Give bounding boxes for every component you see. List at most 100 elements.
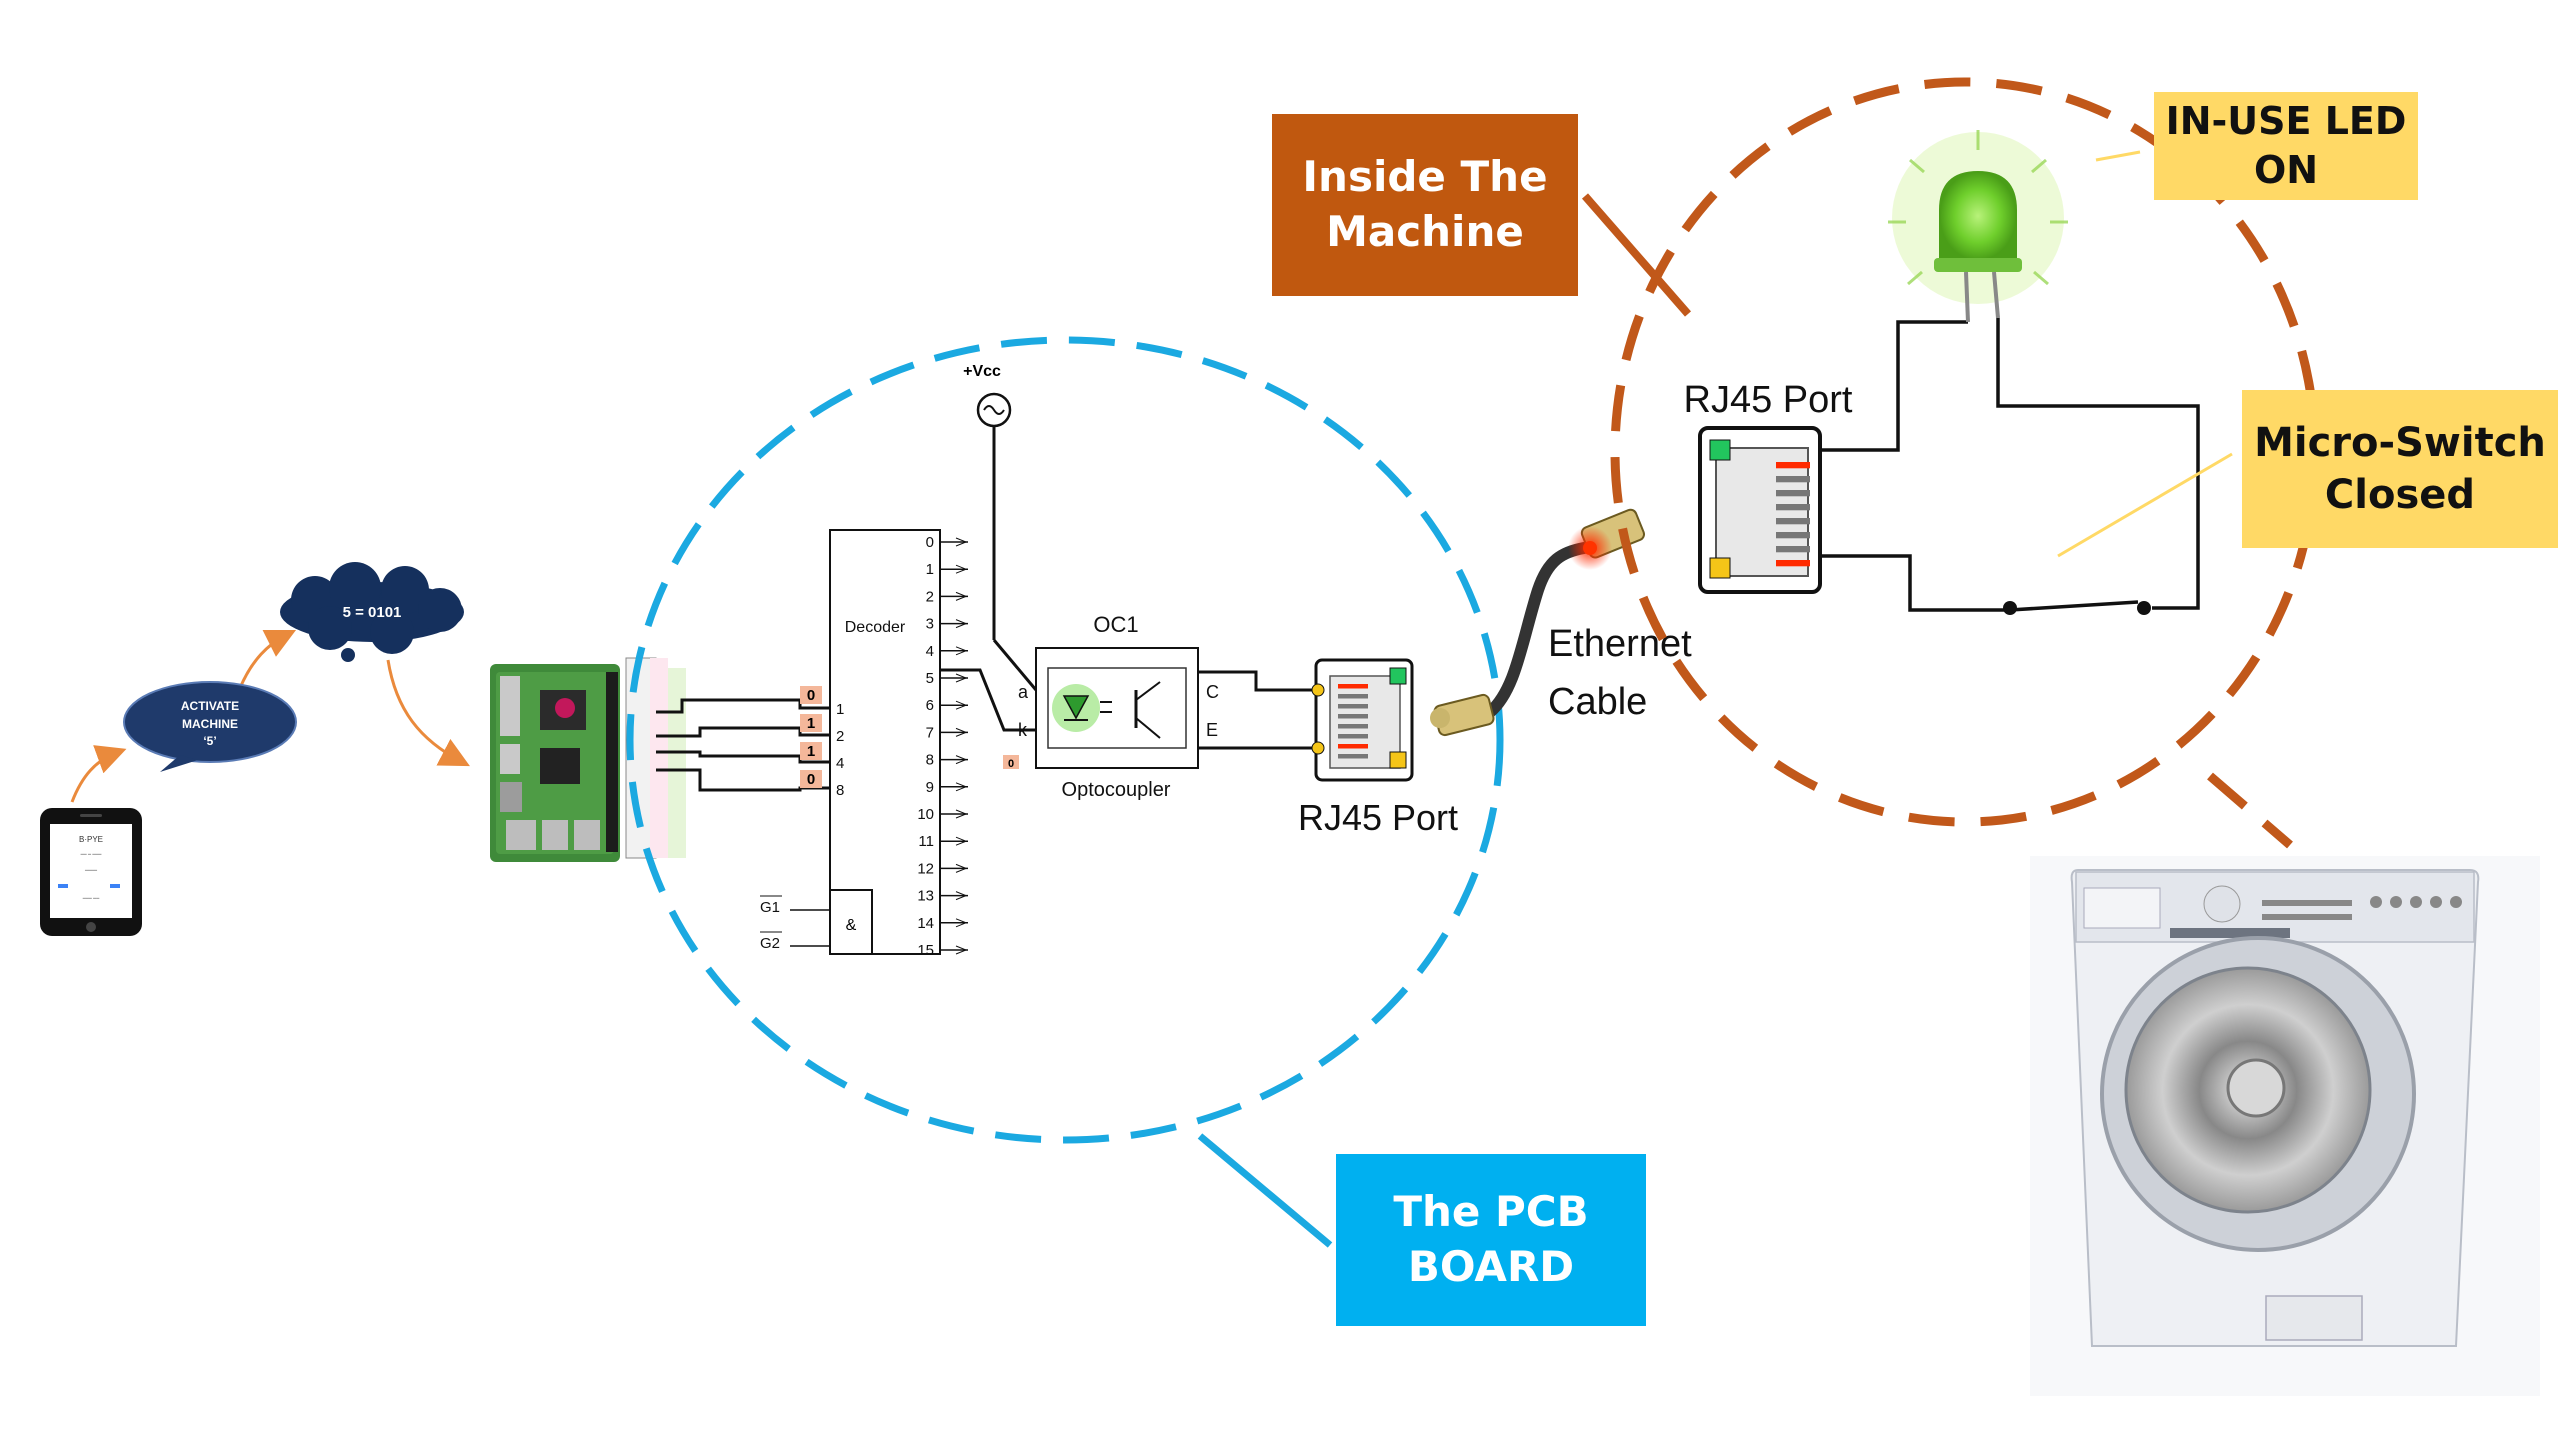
rj45-pin — [1338, 754, 1368, 759]
rj45-pin — [1338, 724, 1368, 729]
binary-text: 5 = 0101 — [343, 604, 402, 621]
callout-text: The PCB — [1393, 1187, 1589, 1237]
phone-app-line: ━━━━ — [84, 868, 98, 874]
decoder-output-arrow — [955, 863, 968, 873]
decoder-input-label: 1 — [836, 701, 844, 718]
decoder-output-arrow — [955, 836, 968, 846]
decoder-output-arrow — [955, 646, 968, 656]
rj45-pin — [1776, 490, 1810, 497]
phone-app-line: ━━ ━ ━━━ — [80, 852, 103, 858]
machine-circuit-wires — [1820, 318, 2200, 612]
decoder-output-arrow — [955, 619, 968, 629]
rj45-pin — [1338, 714, 1368, 719]
decoder-output-label: 12 — [917, 860, 934, 877]
micro-switch-icon — [2003, 601, 2017, 615]
rj45-pin — [1338, 734, 1368, 739]
rj45-pin — [1776, 546, 1810, 553]
callout-text: Closed — [2324, 472, 2476, 518]
bit-label: 0 — [807, 687, 815, 704]
micro-switch-callout: Micro-Switch Closed — [2242, 390, 2558, 548]
decoder-output-arrow — [955, 891, 968, 901]
gate-label: G2 — [760, 935, 780, 952]
switch-callout-line — [2057, 452, 2233, 558]
flow-arrow — [70, 745, 127, 803]
pcb-boundary-circle — [626, 336, 1504, 1144]
decoder-output-label: 8 — [926, 752, 934, 769]
flow-arrow — [238, 629, 297, 689]
rj45-pin — [1776, 518, 1810, 525]
rj45-pcb-label: RJ45 Port — [1298, 797, 1458, 838]
activate-speech-bubble: ACTIVATE MACHINE ‘5’ — [123, 681, 297, 772]
decoder-output-label: 14 — [917, 915, 934, 932]
led-callout-line — [2095, 150, 2141, 162]
decoder-output-label: 15 — [917, 942, 934, 959]
in-use-led-icon — [1888, 130, 2068, 323]
optocoupler-id: OC1 — [1093, 612, 1138, 637]
optocoupler: OC1 a k C E Optocoupler — [1018, 612, 1219, 801]
decoder-label: Decoder — [845, 619, 906, 636]
callout-text: Inside The — [1302, 152, 1548, 202]
decoder-to-optocoupler-wire — [940, 668, 1036, 732]
raspberry-pi-board — [490, 664, 620, 862]
ethernet-label: Ethernet — [1548, 623, 1692, 665]
bit-label: 1 — [807, 715, 815, 732]
callout-text: BOARD — [1407, 1242, 1575, 1291]
decoder-output-label: 5 — [926, 670, 934, 687]
decoder-output-arrow — [955, 755, 968, 765]
decoder-output-label: 9 — [926, 779, 934, 796]
bit-labels: 0 1 1 0 0 — [800, 686, 1019, 788]
washing-machine — [2030, 856, 2540, 1396]
decoder-output-label: 10 — [917, 806, 934, 823]
rj45-port-machine — [1698, 426, 1822, 594]
vcc-label: +Vcc — [963, 363, 1001, 380]
rj45-pin — [1338, 704, 1368, 709]
decoder-output-label: 4 — [926, 643, 934, 660]
flow-arrow — [386, 659, 470, 767]
decoder-output-arrow — [955, 727, 968, 737]
decoder-output-arrow — [955, 537, 968, 547]
optocoupler-to-rj45-wire — [1198, 670, 1316, 692]
decoder-chip: Decoder 1 2 4 8 & G1 G2 0123456789101112… — [760, 529, 968, 959]
decoder-output-label: 2 — [926, 588, 934, 605]
rj45-pin — [1776, 532, 1810, 539]
rj45-pin — [1338, 744, 1368, 749]
rj45-machine-label: RJ45 Port — [1684, 379, 1853, 421]
decoder-input-label: 2 — [836, 728, 844, 745]
decoder-output-arrow — [955, 809, 968, 819]
raspberry-logo-icon — [555, 698, 575, 718]
bit-label: 1 — [807, 743, 815, 760]
and-gate-symbol: & — [846, 917, 857, 934]
decoder-output-arrow — [955, 700, 968, 710]
activate-text: MACHINE — [182, 717, 238, 731]
callout-text: ON — [2253, 148, 2319, 192]
rj45-pin — [1338, 694, 1368, 699]
callout-text: Micro-Switch — [2254, 420, 2546, 466]
activate-text: ‘5’ — [203, 734, 216, 748]
decoder-output-label: 7 — [926, 724, 934, 741]
optocoupler-name: Optocoupler — [1062, 779, 1171, 801]
pin-label: a — [1018, 682, 1029, 702]
decoder-input-label: 4 — [836, 755, 844, 772]
decoder-output-arrow — [955, 673, 968, 683]
callout-text: IN-USE LED — [2165, 98, 2407, 143]
rj45-pin — [1776, 560, 1810, 567]
decoder-output-label: 1 — [926, 561, 934, 578]
rj45-pin — [1776, 476, 1810, 483]
gate-label: G1 — [760, 899, 780, 916]
pcb-callout-line — [1197, 1133, 1333, 1248]
vcc-supply: +Vcc — [963, 363, 1038, 691]
decoder-output-arrow — [955, 918, 968, 928]
pin-label: E — [1206, 720, 1218, 740]
phone-app-logo: B·PYE — [79, 835, 103, 844]
led-on-callout: IN-USE LED ON — [2154, 92, 2418, 200]
bit-label: 0 — [807, 771, 815, 788]
phone-app-line: ━━━ ━━ — [82, 896, 100, 902]
callout-text: Machine — [1326, 207, 1524, 256]
bit-label: 0 — [1008, 758, 1014, 770]
led-diode-icon — [1062, 695, 1090, 720]
rj45-port-pcb — [1311, 658, 1414, 782]
rj45-pin — [1776, 462, 1810, 469]
inside-machine-callout: Inside The Machine — [1272, 114, 1578, 296]
